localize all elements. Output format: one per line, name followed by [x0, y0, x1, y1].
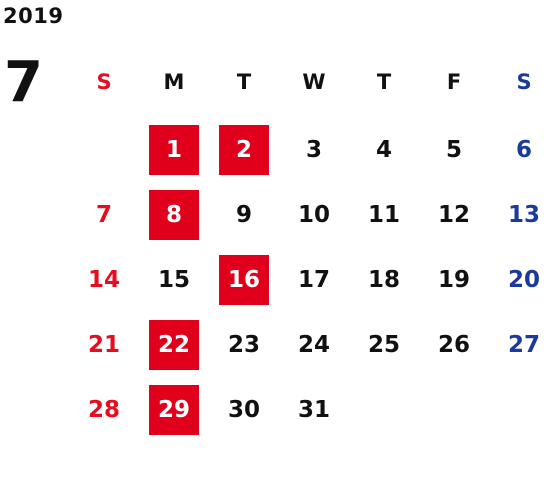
- calendar-day: 9: [235, 202, 252, 228]
- calendar-day: 23: [227, 332, 260, 358]
- calendar-cell: 21: [69, 317, 139, 382]
- calendar-day: 28: [87, 397, 120, 423]
- calendar-day: 3: [305, 137, 322, 163]
- calendar-cell: 1: [139, 122, 209, 187]
- highlighted-day: 2: [219, 125, 269, 175]
- calendar-cell: 6: [489, 122, 548, 187]
- calendar-cell: 9: [209, 187, 279, 252]
- weekday-header: S M T W T F S: [69, 62, 548, 102]
- calendar-day: 7: [95, 202, 112, 228]
- calendar-cell: 12: [419, 187, 489, 252]
- calendar-cell: 18: [349, 252, 419, 317]
- calendar-day: 24: [297, 332, 330, 358]
- weekday-friday: F: [446, 70, 462, 94]
- calendar-cell: 4: [349, 122, 419, 187]
- calendar-cell: 2: [209, 122, 279, 187]
- calendar-cell: 23: [209, 317, 279, 382]
- calendar-cell: 19: [419, 252, 489, 317]
- calendar-cell: [419, 382, 489, 447]
- calendar-cell: [489, 382, 548, 447]
- calendar-cell: 8: [139, 187, 209, 252]
- calendar-cell: 28: [69, 382, 139, 447]
- calendar-day: 15: [157, 267, 190, 293]
- calendar-day: 18: [367, 267, 400, 293]
- calendar-cell: 29: [139, 382, 209, 447]
- calendar-cell: [69, 122, 139, 187]
- calendar-cell: 25: [349, 317, 419, 382]
- weekday-sunday: S: [96, 70, 112, 94]
- calendar-day: 13: [507, 202, 540, 228]
- calendar-day: 27: [507, 332, 540, 358]
- calendar-day: 6: [515, 137, 532, 163]
- highlighted-day: 16: [219, 255, 269, 305]
- calendar-cell: 27: [489, 317, 548, 382]
- month-number: 7: [4, 50, 43, 115]
- calendar-day: 5: [445, 137, 462, 163]
- calendar-cell: 3: [279, 122, 349, 187]
- calendar-day: 26: [437, 332, 470, 358]
- calendar-cell: 11: [349, 187, 419, 252]
- calendar-cell: 31: [279, 382, 349, 447]
- weekday-monday: M: [163, 70, 185, 94]
- calendar-day: 20: [507, 267, 540, 293]
- calendar-day: 19: [437, 267, 470, 293]
- calendar-cell: 17: [279, 252, 349, 317]
- calendar-day: 11: [367, 202, 400, 228]
- calendar-cell: 16: [209, 252, 279, 317]
- calendar-cell: 10: [279, 187, 349, 252]
- weekday-saturday: S: [516, 70, 532, 94]
- calendar-cell: 14: [69, 252, 139, 317]
- calendar-cell: 20: [489, 252, 548, 317]
- calendar-day: 10: [297, 202, 330, 228]
- calendar-cell: 26: [419, 317, 489, 382]
- calendar-cell: 22: [139, 317, 209, 382]
- calendar-day: 25: [367, 332, 400, 358]
- calendar-day: 12: [437, 202, 470, 228]
- calendar-cell: [349, 382, 419, 447]
- highlighted-day: 1: [149, 125, 199, 175]
- calendar-day: 17: [297, 267, 330, 293]
- year-label: 2019: [3, 4, 64, 28]
- calendar-cell: 7: [69, 187, 139, 252]
- calendar-day: 31: [297, 397, 330, 423]
- highlighted-day: 8: [149, 190, 199, 240]
- calendar-cell: 24: [279, 317, 349, 382]
- calendar-day: 14: [87, 267, 120, 293]
- calendar-day: 21: [87, 332, 120, 358]
- calendar-day: 4: [375, 137, 392, 163]
- calendar-cell: 15: [139, 252, 209, 317]
- highlighted-day: 22: [149, 320, 199, 370]
- calendar-day: 30: [227, 397, 260, 423]
- calendar-cell: 30: [209, 382, 279, 447]
- calendar-cell: 13: [489, 187, 548, 252]
- highlighted-day: 29: [149, 385, 199, 435]
- weekday-tuesday: T: [236, 70, 252, 94]
- weekday-thursday: T: [376, 70, 392, 94]
- calendar-cell: 5: [419, 122, 489, 187]
- weekday-wednesday: W: [302, 70, 326, 94]
